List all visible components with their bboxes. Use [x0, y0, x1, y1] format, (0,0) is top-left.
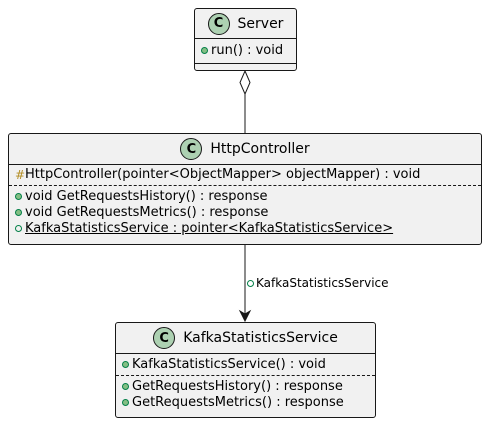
association-label-text: KafkaStatisticsService: [256, 276, 389, 290]
public-visibility-icon: [247, 277, 256, 290]
association-arrowhead: [238, 309, 252, 323]
public-visibility-icon: [15, 189, 25, 205]
constructor-list: # HttpController(pointer<ObjectMapper> o…: [9, 165, 481, 185]
class-name: KafkaStatisticsService: [183, 330, 338, 346]
public-visibility-icon: [15, 221, 25, 237]
class-header: C Server: [195, 9, 296, 38]
constructor-list: KafkaStatisticsService() : void: [116, 354, 375, 375]
class-server[interactable]: C Server run() : void: [194, 8, 297, 71]
constructor-label: KafkaStatisticsService() : void: [132, 357, 326, 372]
public-visibility-icon: [15, 205, 25, 221]
method-label: void GetRequestsHistory() : response: [25, 189, 268, 204]
class-http-controller[interactable]: C HttpController # HttpController(pointe…: [8, 133, 482, 245]
dotted-divider: [9, 185, 481, 186]
class-icon: C: [153, 327, 176, 349]
protected-visibility-icon: #: [15, 168, 26, 182]
class-name: Server: [237, 15, 284, 32]
method-label: run() : void: [211, 43, 284, 58]
method-item: void GetRequestsHistory() : response: [15, 189, 481, 205]
method-item: run() : void: [201, 43, 296, 59]
member-list: void GetRequestsHistory() : response voi…: [9, 186, 481, 239]
method-item: void GetRequestsMetrics() : response: [15, 205, 481, 221]
constructor-item: # HttpController(pointer<ObjectMapper> o…: [15, 167, 481, 183]
aggregation-diamond: [239, 69, 251, 96]
divider: [195, 38, 296, 39]
field-label: KafkaStatisticsService : pointer<KafkaSt…: [25, 221, 394, 236]
constructor-item: KafkaStatisticsService() : void: [122, 357, 375, 373]
method-item: GetRequestsHistory() : response: [122, 379, 375, 395]
method-list: run() : void: [195, 39, 296, 63]
divider: [9, 164, 481, 165]
class-header: C HttpController: [9, 134, 481, 164]
method-label: GetRequestsHistory() : response: [132, 379, 343, 394]
dotted-divider: [116, 375, 375, 376]
public-visibility-icon: [122, 357, 132, 373]
public-visibility-icon: [122, 395, 132, 411]
divider: [116, 353, 375, 354]
method-label: void GetRequestsMetrics() : response: [25, 205, 269, 220]
field-item: KafkaStatisticsService : pointer<KafkaSt…: [15, 221, 481, 237]
association-label: KafkaStatisticsService: [247, 276, 389, 290]
public-visibility-icon: [201, 43, 211, 59]
public-visibility-icon: [122, 379, 132, 395]
constructor-label: HttpController(pointer<ObjectMapper> obj…: [25, 167, 421, 182]
method-label: GetRequestsMetrics() : response: [132, 395, 344, 410]
class-header: C KafkaStatisticsService: [116, 323, 375, 353]
class-kafka-statistics-service[interactable]: C KafkaStatisticsService KafkaStatistics…: [115, 322, 376, 418]
class-icon: C: [180, 138, 203, 160]
member-list: GetRequestsHistory() : response GetReque…: [116, 376, 375, 413]
class-icon: C: [207, 12, 230, 35]
divider: [195, 63, 296, 64]
class-name: HttpController: [210, 141, 310, 157]
method-item: GetRequestsMetrics() : response: [122, 395, 375, 411]
